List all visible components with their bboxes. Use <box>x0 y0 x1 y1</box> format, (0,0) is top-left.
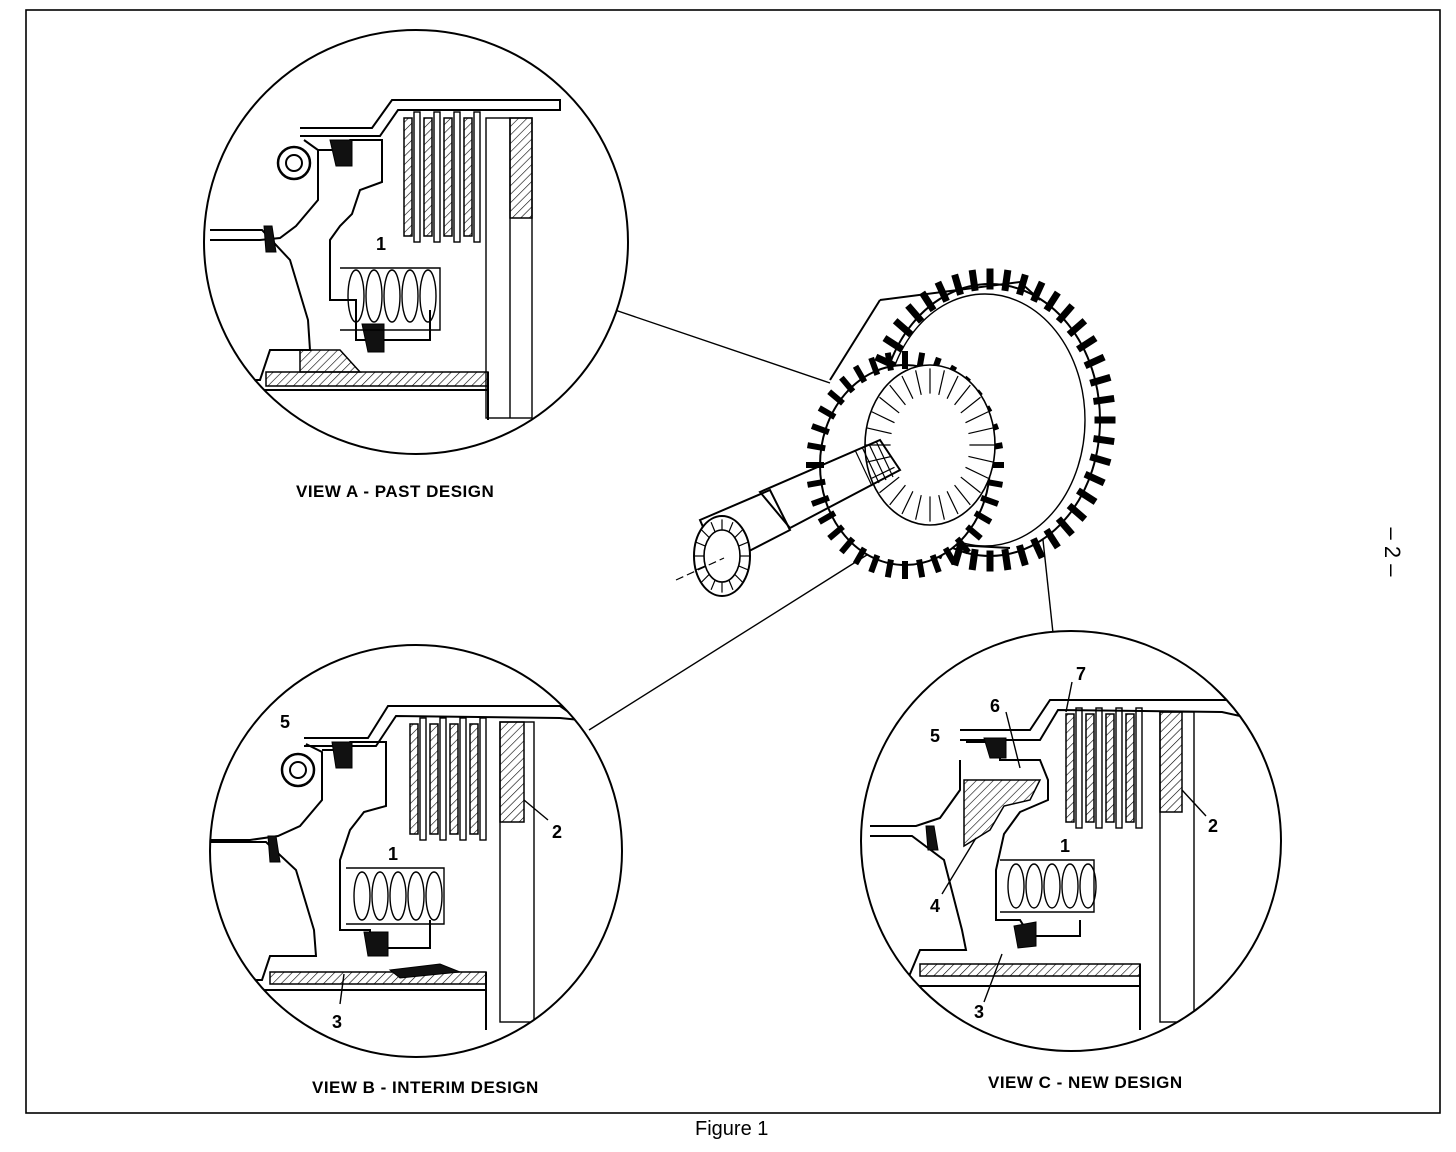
page-number: – 2 – <box>1380 528 1405 578</box>
view-a-detail: 1 <box>203 29 629 455</box>
view-c-title: VIEW C - NEW DESIGN <box>988 1073 1183 1092</box>
view-b-callout-5: 5 <box>280 712 290 732</box>
view-b-callout-3: 3 <box>332 1012 342 1032</box>
view-b-detail: 5 1 2 3 <box>209 644 623 1058</box>
figure-caption: Figure 1 <box>695 1118 768 1140</box>
view-b-callout-2: 2 <box>552 822 562 842</box>
view-c-callout-4: 4 <box>930 896 940 916</box>
view-a-title: VIEW A - PAST DESIGN <box>296 482 494 501</box>
view-c-callout-3: 3 <box>974 1002 984 1022</box>
view-b-callout-1: 1 <box>388 844 398 864</box>
view-c-callout-7: 7 <box>1076 664 1086 684</box>
view-c-callout-1: 1 <box>1060 836 1070 856</box>
figure-border <box>25 9 1441 1114</box>
view-b-title: VIEW B - INTERIM DESIGN <box>312 1078 539 1097</box>
view-c-detail: 7 6 5 1 2 4 3 <box>860 630 1282 1052</box>
view-c-callout-6: 6 <box>990 696 1000 716</box>
gear-assembly-illustration <box>675 268 1116 597</box>
view-a-callout-1: 1 <box>376 234 386 254</box>
view-c-callout-5: 5 <box>930 726 940 746</box>
view-c-callout-2: 2 <box>1208 816 1218 836</box>
